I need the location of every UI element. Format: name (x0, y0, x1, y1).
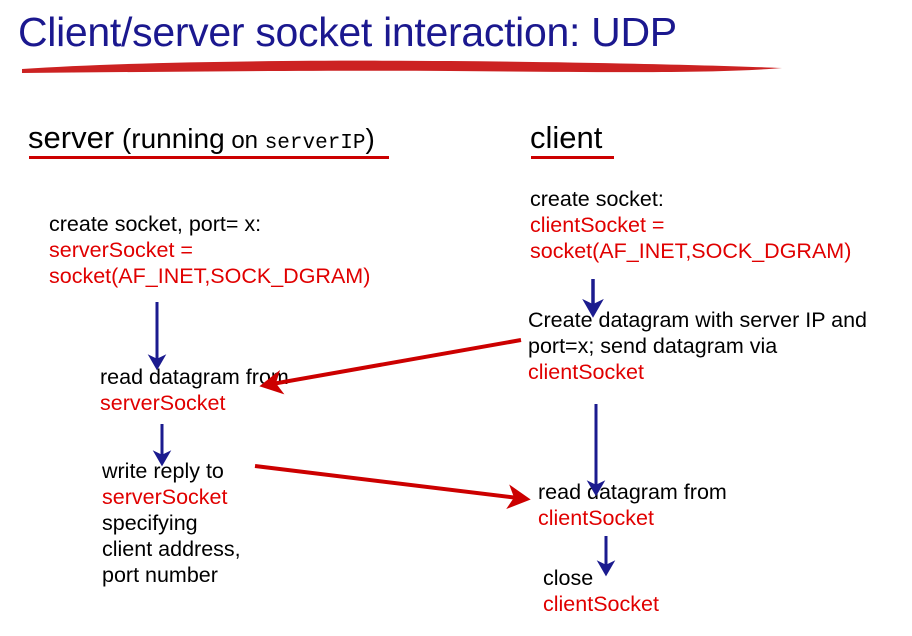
server-step-write-reply: write reply to serverSocket specifying c… (102, 458, 241, 588)
step-line: clientSocket (538, 506, 654, 530)
server-on-label: on (224, 127, 265, 154)
step-line: serverSocket (100, 391, 226, 415)
step-line: port number (102, 563, 218, 587)
client-label: client (530, 120, 603, 155)
client-to-server-arrow (259, 338, 522, 395)
server-column-heading: server (running on serverIP) (28, 120, 375, 162)
server-host-variable: serverIP (264, 132, 366, 155)
server-step-create-socket: create socket, port= x: serverSocket = s… (49, 211, 370, 289)
page-title: Client/server socket interaction: UDP (18, 9, 677, 55)
step-line: Create datagram with server IP and (528, 308, 867, 332)
step-line: create socket: (530, 187, 664, 211)
client-heading-underline (531, 156, 614, 159)
server-heading-underline (29, 156, 389, 159)
client-step-close-socket: close clientSocket (543, 565, 659, 617)
server-paren-open: ( (114, 123, 132, 154)
client-step-create-datagram: Create datagram with server IP and port=… (528, 307, 867, 385)
step-line: serverSocket = (49, 238, 193, 262)
step-line: clientSocket (528, 360, 644, 384)
step-line: socket(AF_INET,SOCK_DGRAM) (49, 264, 371, 288)
step-line: write reply to (102, 459, 224, 483)
step-line: specifying (102, 511, 198, 535)
step-line: clientSocket (543, 592, 659, 616)
step-line: read datagram from (538, 480, 727, 504)
server-label: server (28, 120, 115, 155)
step-line: read datagram from (100, 365, 289, 389)
step-line: clientSocket = (530, 213, 665, 237)
server-running-label: running (131, 123, 225, 154)
server-to-client-arrow (254, 464, 531, 510)
client-step-create-socket: create socket: clientSocket = socket(AF_… (530, 186, 851, 264)
server-paren-close: ) (365, 123, 375, 154)
server-step-read-datagram: read datagram from serverSocket (100, 364, 289, 416)
step-line: socket(AF_INET,SOCK_DGRAM) (530, 239, 852, 263)
step-line: serverSocket (102, 485, 228, 509)
title-underline-stroke (22, 60, 782, 73)
step-line: close (543, 566, 594, 590)
client-step-read-datagram: read datagram from clientSocket (538, 479, 727, 531)
step-line: port=x; send datagram via (528, 334, 778, 358)
step-line: create socket, port= x: (49, 212, 262, 236)
client-column-heading: client (530, 120, 602, 156)
step-line: client address, (102, 537, 241, 561)
